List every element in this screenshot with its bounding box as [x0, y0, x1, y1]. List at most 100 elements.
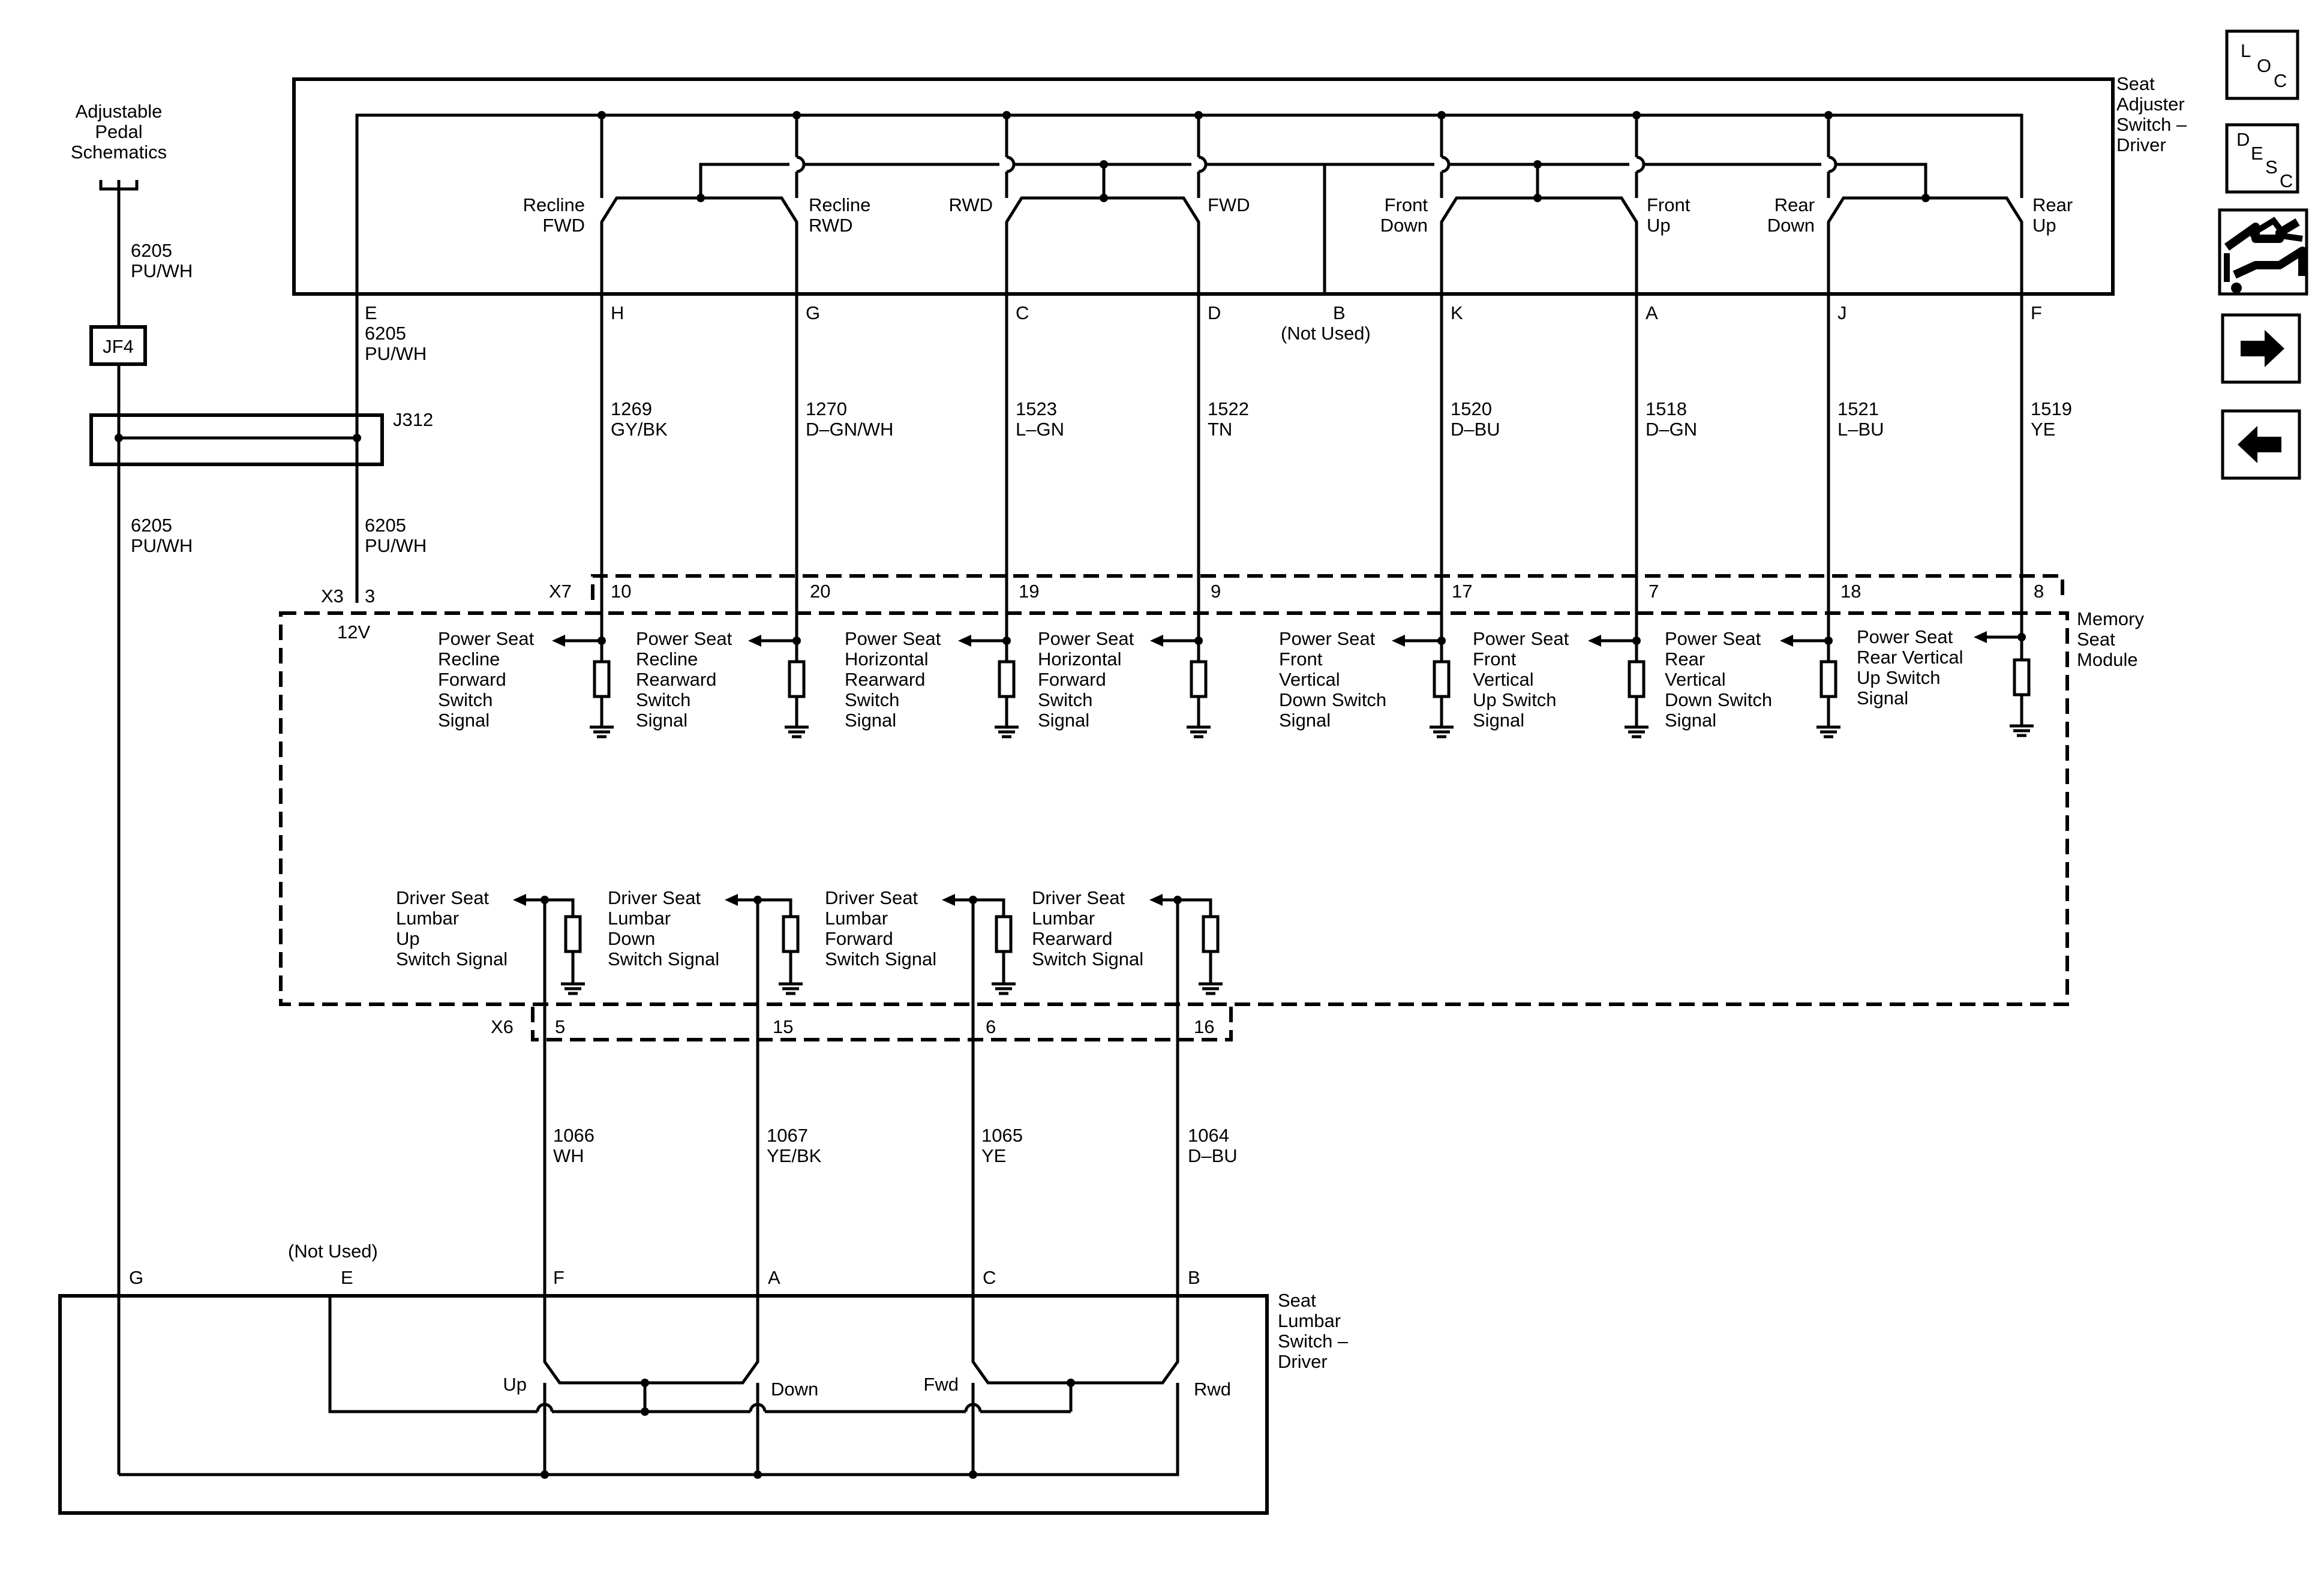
svg-text:1269: 1269	[611, 398, 652, 419]
adjustable-pedal-schematics-link[interactable]: Adjustable Pedal Schematics	[71, 101, 167, 163]
svg-text:1065: 1065	[981, 1125, 1023, 1146]
svg-text:6205: 6205	[365, 323, 406, 344]
svg-text:Recline: Recline	[809, 194, 870, 215]
svg-text:FWD: FWD	[1208, 194, 1250, 215]
svg-text:Switch: Switch	[636, 689, 690, 710]
svg-text:Adjuster: Adjuster	[2116, 94, 2185, 115]
svg-text:1520: 1520	[1451, 398, 1492, 419]
next-page-button[interactable]	[2221, 313, 2301, 384]
svg-text:G: G	[806, 302, 820, 323]
svg-text:Lumbar: Lumbar	[825, 908, 888, 929]
loc-button[interactable]: L O C	[2225, 29, 2299, 100]
svg-text:Horizontal: Horizontal	[1038, 649, 1122, 670]
svg-text:Signal: Signal	[1665, 710, 1716, 731]
svg-text:Forward: Forward	[825, 928, 893, 949]
svg-text:Down Switch: Down Switch	[1665, 689, 1772, 710]
svg-text:Forward: Forward	[438, 669, 506, 690]
svg-text:Signal: Signal	[438, 710, 490, 731]
svg-text:Horizontal: Horizontal	[845, 649, 929, 670]
svg-text:Power Seat: Power Seat	[1279, 628, 1376, 649]
svg-text:B: B	[1333, 302, 1346, 323]
svg-text:1066: 1066	[553, 1125, 594, 1146]
svg-text:Switch: Switch	[845, 689, 899, 710]
adjuster-circuit-labels: 1269 GY/BK 1270 D–GN/WH 1523 L–GN 1522 T…	[611, 398, 2072, 440]
svg-text:D: D	[1208, 302, 1221, 323]
svg-text:Signal: Signal	[1473, 710, 1524, 731]
svg-text:Power Seat: Power Seat	[845, 628, 941, 649]
memory-seat-module-title: Memory Seat Module	[2077, 608, 2144, 670]
svg-text:YE: YE	[981, 1145, 1006, 1166]
adjuster-pin-labels: H G C D B (Not Used) K A J F	[611, 302, 2042, 344]
x7-pin-labels: 10 20 19 9 17 7 18 8	[611, 581, 2044, 602]
adjuster-internal-wiring	[355, 111, 2023, 294]
svg-text:D–BU: D–BU	[1188, 1145, 1238, 1166]
svg-text:Signal: Signal	[636, 710, 687, 731]
svg-text:(Not Used): (Not Used)	[1281, 323, 1371, 344]
svg-text:G: G	[129, 1267, 143, 1288]
svg-text:1067: 1067	[767, 1125, 808, 1146]
svg-text:1064: 1064	[1188, 1125, 1229, 1146]
svg-text:Seat: Seat	[1278, 1290, 1316, 1311]
svg-text:D–GN: D–GN	[1646, 419, 1697, 440]
svg-text:Module: Module	[2077, 649, 2138, 670]
svg-text:Adjustable: Adjustable	[76, 101, 163, 122]
svg-text:Power Seat: Power Seat	[1857, 626, 1953, 647]
svg-text:O: O	[2257, 55, 2271, 76]
svg-text:J: J	[1837, 302, 1847, 323]
svg-text:L: L	[2241, 40, 2251, 61]
svg-text:E: E	[341, 1267, 353, 1288]
svg-text:Down: Down	[1767, 215, 1815, 236]
svg-text:Driver Seat: Driver Seat	[1032, 887, 1125, 908]
svg-text:6205: 6205	[131, 240, 172, 261]
x6-connector-label: X6	[491, 1016, 514, 1037]
svg-text:Power Seat: Power Seat	[1038, 628, 1134, 649]
svg-text:12V: 12V	[337, 622, 370, 643]
svg-text:3: 3	[365, 586, 375, 607]
svg-text:Schematics: Schematics	[71, 142, 167, 163]
svg-text:7: 7	[1649, 581, 1659, 602]
svg-text:Seat: Seat	[2116, 73, 2155, 94]
connector-view-button[interactable]	[2218, 208, 2308, 296]
svg-text:10: 10	[611, 581, 631, 602]
lumbar-switch-labels: Up Down Fwd Rwd	[503, 1374, 1231, 1400]
desc-icon: D E S C	[2236, 129, 2293, 191]
svg-text:18: 18	[1840, 581, 1861, 602]
svg-text:Vertical: Vertical	[1279, 669, 1340, 690]
svg-text:PU/WH: PU/WH	[131, 535, 193, 556]
svg-text:Switch Signal: Switch Signal	[608, 948, 719, 969]
svg-text:GY/BK: GY/BK	[611, 419, 668, 440]
svg-text:Down Switch: Down Switch	[1279, 689, 1386, 710]
svg-text:1521: 1521	[1837, 398, 1879, 419]
svg-text:Rear Vertical: Rear Vertical	[1857, 647, 1963, 668]
svg-text:PU/WH: PU/WH	[131, 260, 193, 281]
svg-text:TN: TN	[1208, 419, 1232, 440]
svg-text:Up: Up	[396, 928, 420, 949]
desc-button[interactable]: D E S C	[2225, 123, 2299, 194]
svg-text:Lumbar: Lumbar	[1278, 1310, 1341, 1331]
pedal-wire-labels: 6205 PU/WH 6205 PU/WH	[131, 240, 193, 556]
svg-text:X3: X3	[321, 586, 344, 607]
svg-text:Power Seat: Power Seat	[438, 628, 535, 649]
lumbar-circuit-labels: 1066 WH 1067 YE/BK 1065 YE 1064 D–BU	[553, 1125, 1238, 1166]
svg-text:Driver Seat: Driver Seat	[825, 887, 918, 908]
svg-text:6205: 6205	[365, 515, 406, 536]
previous-page-button[interactable]	[2221, 409, 2301, 480]
svg-text:Rear: Rear	[1774, 194, 1815, 215]
svg-text:Signal: Signal	[1279, 710, 1331, 731]
loc-icon: L O C	[2241, 40, 2287, 91]
svg-text:Driver: Driver	[1278, 1351, 1328, 1372]
next-arrow-icon	[2241, 330, 2284, 367]
svg-text:Rear: Rear	[2032, 194, 2073, 215]
svg-text:6205: 6205	[131, 515, 172, 536]
svg-text:RWD: RWD	[809, 215, 852, 236]
svg-text:L–BU: L–BU	[1837, 419, 1884, 440]
svg-text:19: 19	[1019, 581, 1039, 602]
svg-text:Rwd: Rwd	[1194, 1379, 1231, 1400]
module-adjuster-circuits	[552, 631, 2034, 739]
svg-text:Switch: Switch	[1038, 689, 1092, 710]
svg-text:Rearward: Rearward	[1032, 928, 1112, 949]
feed-wire-labels: E 6205 PU/WH 6205 PU/WH	[365, 302, 427, 556]
svg-text:Switch –: Switch –	[1278, 1331, 1349, 1352]
